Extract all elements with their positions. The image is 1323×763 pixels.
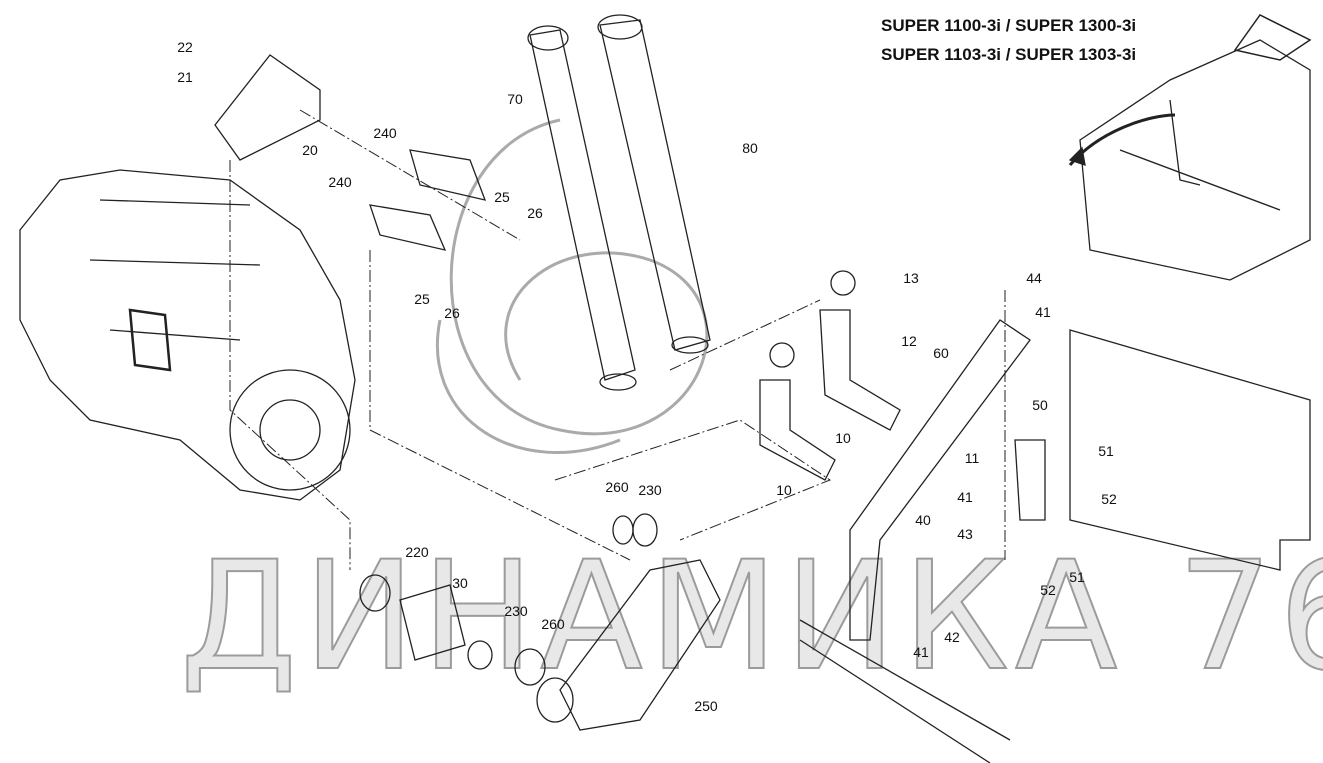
callout-230: 230 (638, 482, 662, 498)
bracket-20 (214, 54, 321, 161)
callout-60: 60 (933, 345, 949, 361)
callout-43: 43 (957, 526, 973, 542)
callout-40: 40 (915, 512, 931, 528)
callout-230: 230 (504, 603, 528, 619)
pipe-80 (599, 19, 711, 351)
callout-80: 80 (742, 140, 758, 156)
callout-30: 30 (452, 575, 468, 591)
callout-26: 26 (444, 305, 460, 321)
callout-41: 41 (913, 644, 929, 660)
callout-41: 41 (957, 489, 973, 505)
callout-240: 240 (373, 125, 397, 141)
engine (19, 169, 356, 501)
callout-25: 25 (494, 189, 510, 205)
callout-50: 50 (1032, 397, 1048, 413)
panel (1069, 329, 1311, 571)
callout-22: 22 (177, 39, 193, 55)
callout-260: 260 (605, 479, 629, 495)
callout-26: 26 (527, 205, 543, 221)
inset-machine-view (1068, 14, 1312, 281)
callout-51: 51 (1069, 569, 1085, 585)
model-title-1: SUPER 1100-3i / SUPER 1300-3i (881, 16, 1137, 35)
callout-51: 51 (1098, 443, 1114, 459)
callout-25: 25 (414, 291, 430, 307)
elbow-10b (819, 309, 901, 431)
callout-220: 220 (405, 544, 429, 560)
callout-20: 20 (302, 142, 318, 158)
callout-13: 13 (903, 270, 919, 286)
watermark-logo (436, 118, 709, 455)
callout-52: 52 (1101, 491, 1117, 507)
elbow-10a (759, 379, 836, 481)
frame-40 (849, 319, 1031, 641)
callout-260: 260 (541, 616, 565, 632)
pipe-30 (399, 584, 466, 661)
callout-11: 11 (964, 450, 980, 466)
muffler-250 (559, 559, 721, 731)
watermark-text: ДИНАМИКА 76 (179, 529, 1323, 705)
pipe-70 (529, 29, 636, 381)
callout-12: 12 (901, 333, 917, 349)
callout-10: 10 (835, 430, 851, 446)
callout-41: 41 (1035, 304, 1051, 320)
callout-52: 52 (1040, 582, 1056, 598)
callout-21: 21 (177, 69, 193, 85)
model-title-2: SUPER 1103-3i / SUPER 1303-3i (881, 45, 1137, 64)
callout-10: 10 (776, 482, 792, 498)
callout-70: 70 (507, 91, 523, 107)
callout-240: 240 (328, 174, 352, 190)
callout-44: 44 (1026, 270, 1042, 286)
callout-42: 42 (944, 629, 960, 645)
callout-250: 250 (694, 698, 718, 714)
